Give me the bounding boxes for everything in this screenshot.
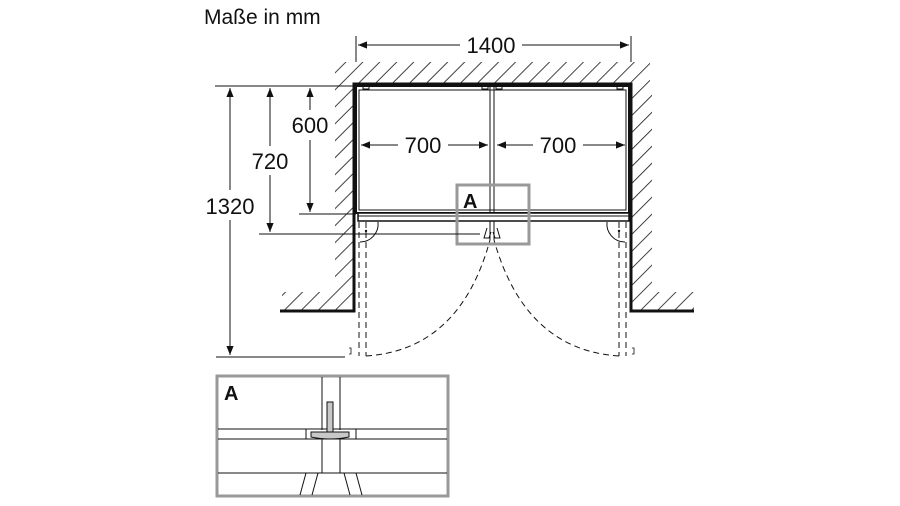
- dim-right-door-label: 700: [540, 133, 577, 158]
- dim-open-depth: 1320: [206, 88, 255, 355]
- door-swing-paths: [358, 222, 627, 357]
- hinge-left: [359, 221, 379, 243]
- dim-door-depth-label: 720: [252, 149, 289, 174]
- seal-pin: [326, 401, 334, 433]
- detail-a-inset-label: A: [224, 383, 238, 405]
- hinge-right: [606, 221, 626, 243]
- fridge-body: [355, 85, 630, 240]
- dim-body-depth-label: 600: [292, 113, 329, 138]
- dim-left-door: 700: [361, 133, 488, 158]
- wall-niche: [280, 62, 704, 313]
- dim-open-depth-label: 1320: [206, 194, 255, 219]
- units-title: Maße in mm: [204, 6, 321, 29]
- dim-right-door: 700: [497, 133, 625, 158]
- dim-total-width-label: 1400: [467, 33, 516, 58]
- dim-door-depth: 720: [252, 88, 289, 232]
- detail-a-marker-label: A: [463, 191, 477, 213]
- door-open-ends: [349, 347, 635, 355]
- dim-left-door-label: 700: [405, 133, 442, 158]
- dim-body-depth: 600: [292, 88, 329, 212]
- detail-a-inset: A: [215, 374, 450, 498]
- seal-bar: [310, 431, 350, 440]
- dim-total-width: 1400: [355, 33, 632, 62]
- detail-a-marker: A: [455, 183, 531, 246]
